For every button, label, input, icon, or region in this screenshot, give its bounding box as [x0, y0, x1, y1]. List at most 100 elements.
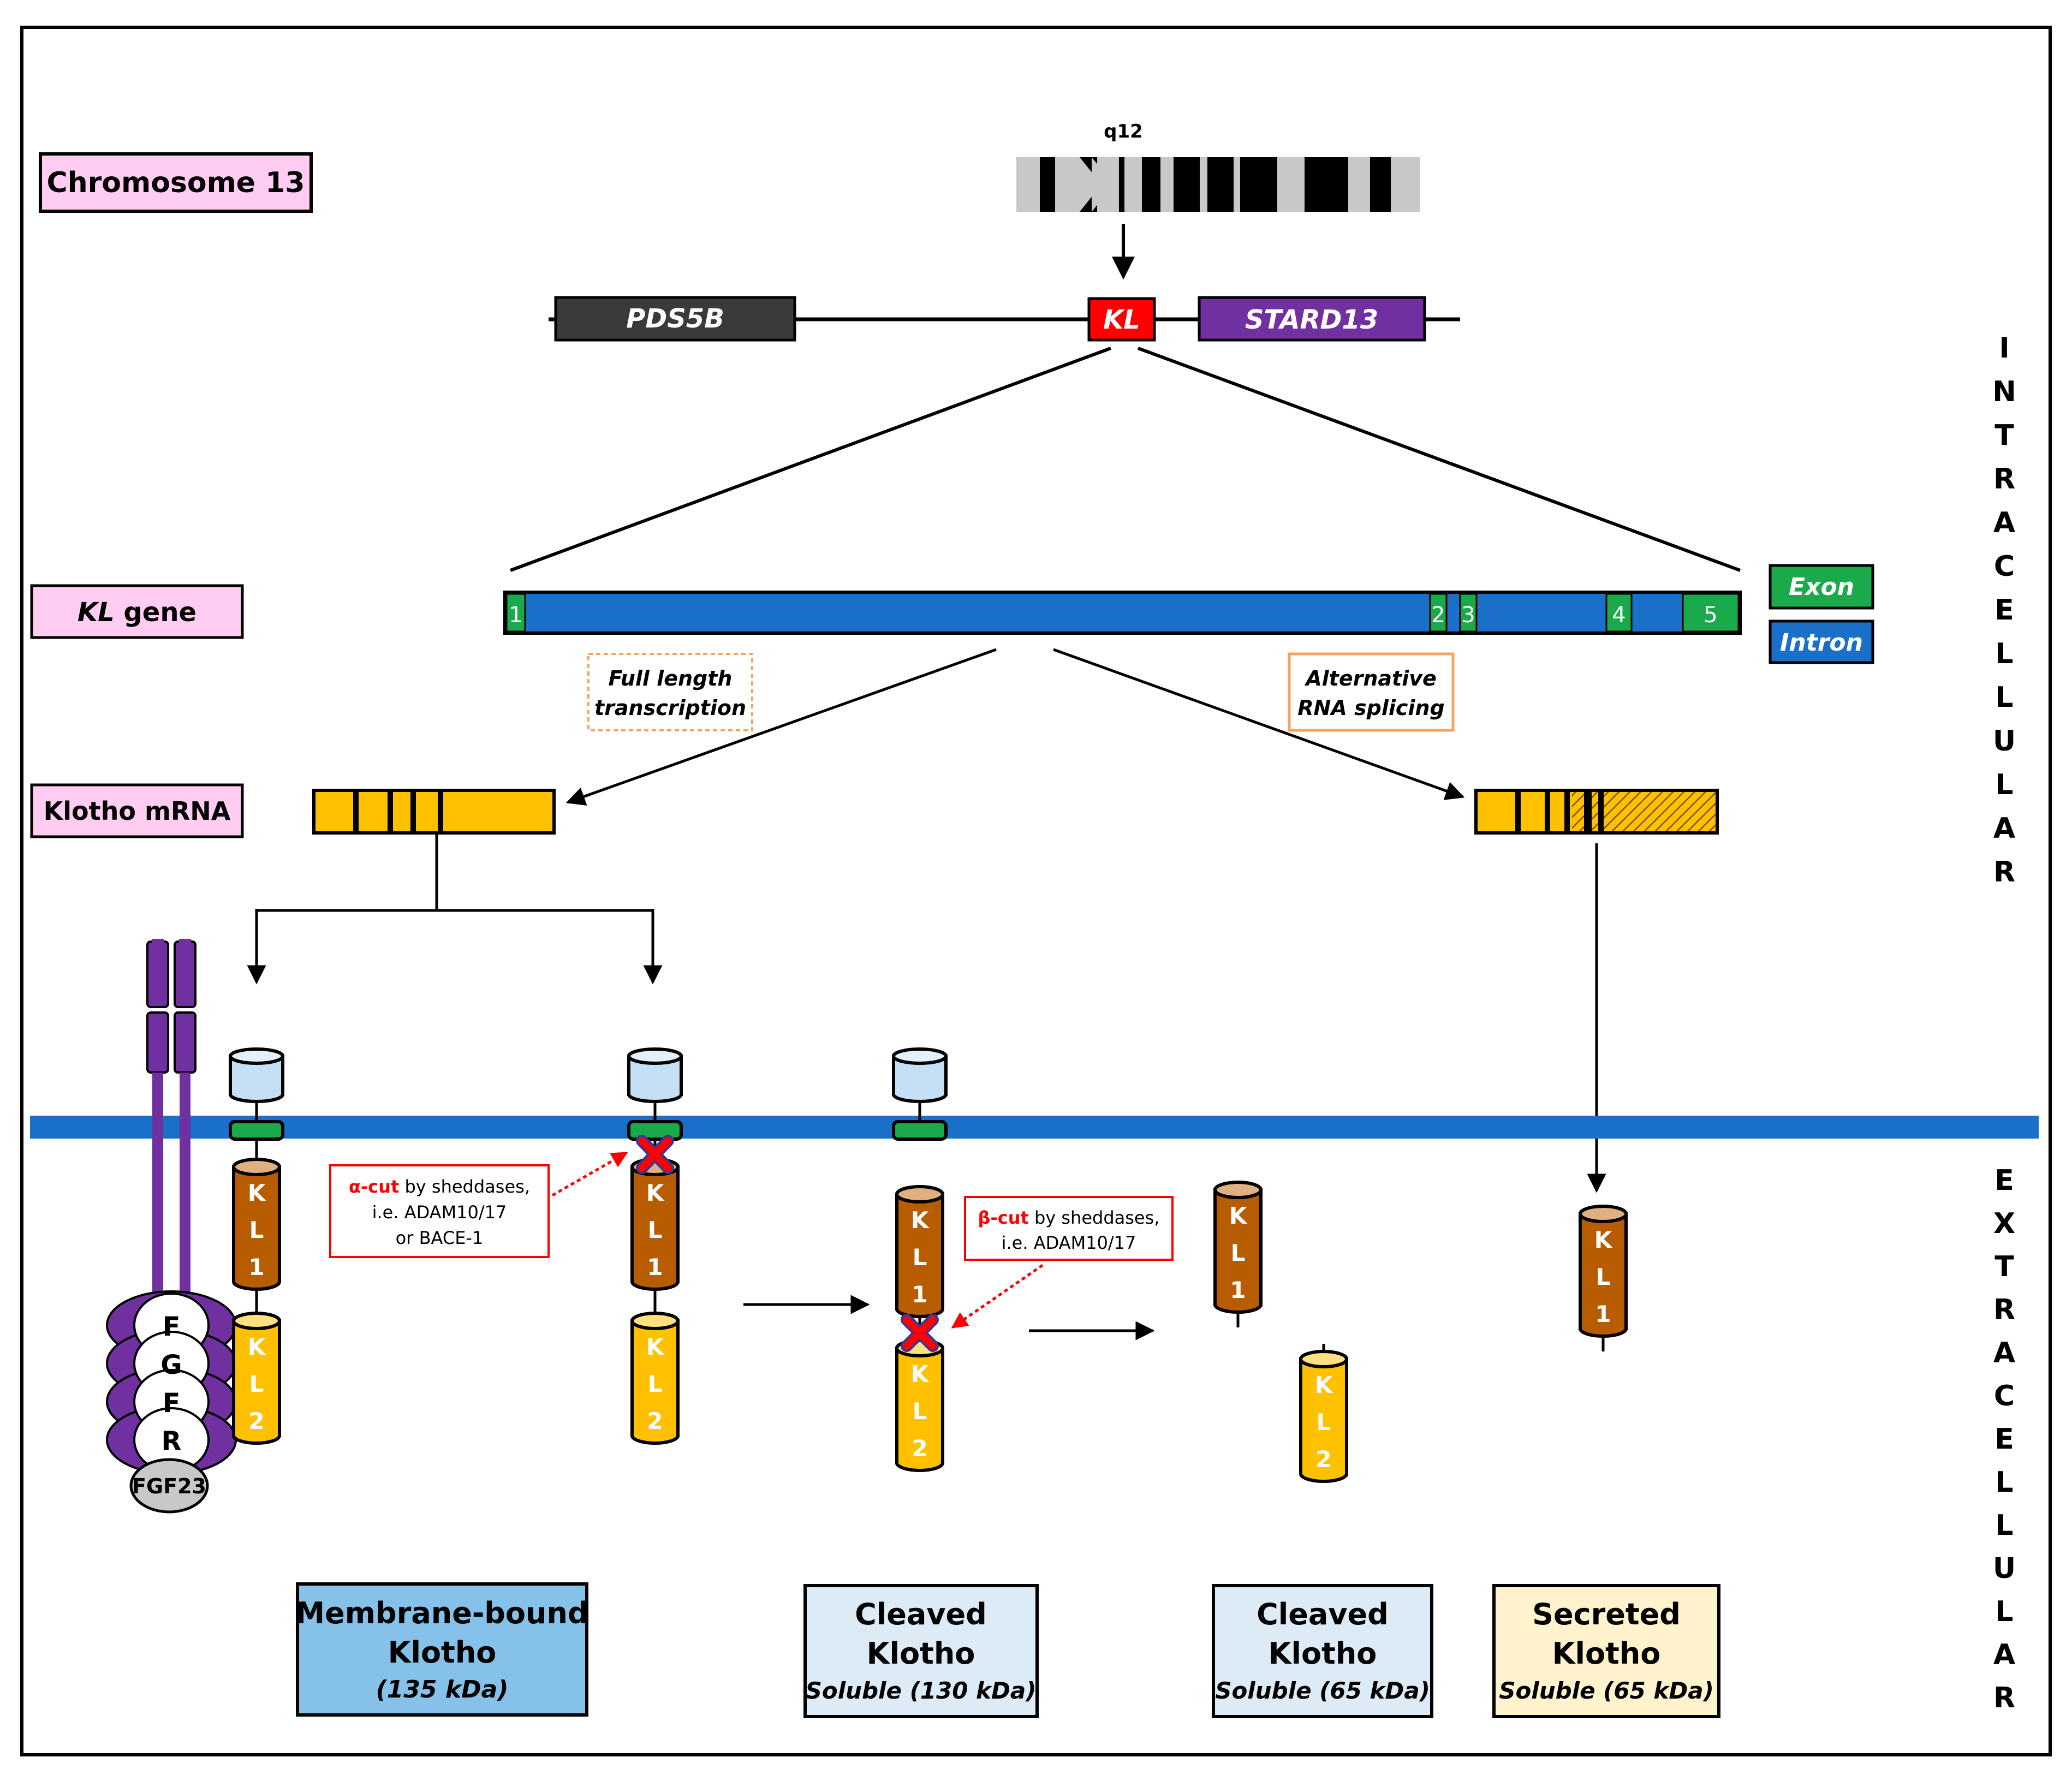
figure-frame	[20, 26, 2052, 1756]
gene-pds5b: PDS5B	[554, 296, 796, 342]
label-mrna: Klotho mRNA	[30, 783, 244, 838]
gene-kl-text: KL	[1103, 305, 1140, 335]
form-secreted-line3: Soluble (65 kDa)	[1499, 1677, 1714, 1704]
alpha-cut-text3: or BACE-1	[396, 1228, 484, 1248]
intra-letter-8: L	[1995, 638, 2013, 670]
mrna-branch-arrows	[247, 834, 663, 985]
beta-cut-term: β-cut	[978, 1207, 1029, 1228]
gene-kl: KL	[1087, 297, 1156, 342]
kl1-e-letter-1: K	[1594, 1226, 1613, 1253]
process-full-length-line2: transcription	[594, 696, 746, 720]
kl1-d-letter-1: K	[1229, 1202, 1248, 1229]
klotho-alpha-cut: K L 1 K L 2	[629, 1049, 681, 1443]
kl1-b-letter-2: L	[648, 1217, 663, 1243]
kl1-d-letter-3: 1	[1230, 1277, 1246, 1303]
arrow-to-full-mrna	[565, 648, 997, 806]
kl1-e-letter-2: L	[1596, 1264, 1611, 1290]
extra-letter-1: E	[1994, 1164, 2014, 1197]
kl1-c-letter-3: 1	[912, 1281, 927, 1308]
form-cleaved-65: Cleaved Klotho Soluble (65 kDa)	[1212, 1584, 1433, 1718]
form-cleaved130-line2: Klotho	[867, 1636, 975, 1671]
form-secreted-line2: Klotho	[1552, 1636, 1661, 1671]
klotho-cleaved-kl2: K L 2	[1301, 1344, 1347, 1481]
kl1-e-letter-3: 1	[1595, 1301, 1611, 1327]
kl2-d-letter-1: K	[1315, 1372, 1333, 1398]
klotho-membrane-bound: K L 1 K L 2	[230, 1049, 283, 1443]
form-cleaved65-line1: Cleaved	[1257, 1597, 1389, 1631]
kl2-a-letter-2: L	[249, 1371, 264, 1397]
form-membrane-line3: (135 kDa)	[376, 1676, 509, 1704]
extra-letter-13: R	[1993, 1682, 2015, 1714]
gene-pds5b-text: PDS5B	[626, 303, 724, 334]
intra-letter-9: L	[1995, 681, 2013, 714]
process-full-length: Full length transcription	[587, 653, 753, 731]
kl2-b-letter-3: 2	[647, 1408, 663, 1434]
kl1-d-letter-2: L	[1231, 1240, 1246, 1266]
form-cleaved130-line3: Soluble (130 kDa)	[806, 1677, 1037, 1704]
intra-letter-1: I	[1999, 332, 2009, 365]
intra-letter-7: E	[1994, 594, 2014, 627]
chromosome-ideogram: q12	[1016, 121, 1420, 280]
alpha-cut-text2: i.e. ADAM10/17	[372, 1202, 507, 1223]
form-cleaved65-line3: Soluble (65 kDa)	[1215, 1677, 1430, 1704]
zoom-line-right	[1137, 347, 1741, 572]
cell-membrane	[30, 1116, 2039, 1139]
kl1-b-letter-3: 1	[647, 1254, 663, 1280]
kl1-a-letter-2: L	[249, 1217, 264, 1243]
fgf23-label: FGF23	[132, 1474, 206, 1498]
form-membrane-bound: Membrane-bound Klotho (135 kDa)	[295, 1582, 589, 1717]
alpha-cut-term: α-cut	[349, 1176, 399, 1197]
legend-exon-text: Exon	[1789, 573, 1854, 601]
process-full-length-line1: Full length	[609, 666, 733, 690]
label-kl-gene-rest: gene	[115, 597, 197, 628]
extra-letter-5: A	[1993, 1337, 2015, 1369]
intra-letter-4: R	[1993, 463, 2015, 496]
fgfr-letter-4: R	[162, 1426, 182, 1457]
form-cleaved65-line2: Klotho	[1269, 1636, 1377, 1671]
beta-cut-callout: β-cut by sheddases, i.e. ADAM10/17	[951, 1196, 1174, 1329]
gene-stard13: STARD13	[1198, 296, 1426, 342]
alpha-cut-callout: α-cut by sheddases, i.e. ADAM10/17 or BA…	[329, 1151, 628, 1258]
svg-text:β-cut by sheddases,: β-cut by sheddases,	[978, 1207, 1160, 1228]
extra-letter-10: U	[1993, 1552, 2016, 1585]
kl2-c-letter-2: L	[913, 1398, 927, 1425]
extra-letter-7: E	[1994, 1423, 2014, 1456]
intra-letter-6: C	[1994, 550, 2015, 583]
extra-letter-4: R	[1993, 1294, 2015, 1326]
fgfr-receptor: F G F R FGF23	[106, 939, 237, 1514]
klotho-cleaved-kl1: K L 1	[1215, 1182, 1261, 1327]
mrna-full-length	[312, 789, 556, 835]
exon-5-label: 5	[1704, 603, 1717, 628]
form-cleaved130-line1: Cleaved	[855, 1597, 987, 1631]
extra-letter-8: L	[1995, 1466, 2013, 1499]
label-mrna-text: Klotho mRNA	[44, 796, 231, 826]
alpha-cut-text1: by sheddases,	[399, 1176, 530, 1197]
zoom-line-left	[509, 347, 1112, 572]
label-extracellular: E X T R A C E L L U L A R	[1993, 1164, 2016, 1714]
kl2-a-letter-1: K	[248, 1333, 266, 1360]
form-secreted-line1: Secreted	[1532, 1597, 1681, 1631]
intra-letter-12: A	[1993, 812, 2015, 845]
extra-letter-3: T	[1994, 1250, 2014, 1283]
kl2-b-letter-1: K	[646, 1333, 665, 1360]
extra-letter-11: L	[1995, 1595, 2013, 1628]
klotho-secreted-kl1: K L 1	[1580, 1206, 1626, 1351]
intra-letter-2: N	[1992, 376, 2016, 408]
form-cleaved-130: Cleaved Klotho Soluble (130 kDa)	[803, 1584, 1039, 1718]
kl1-c-letter-1: K	[911, 1207, 930, 1234]
kl1-c-letter-2: L	[913, 1244, 927, 1271]
beta-cut-text1: by sheddases,	[1029, 1207, 1160, 1228]
beta-cut-text2: i.e. ADAM10/17	[1002, 1232, 1136, 1253]
legend-intron: Intron	[1769, 620, 1874, 664]
form-secreted: Secreted Klotho Soluble (65 kDa)	[1492, 1584, 1720, 1718]
label-intracellular: I N T R A C E L L U L A R	[1992, 332, 2016, 889]
fgfr-letter-3: F	[163, 1388, 181, 1419]
process-alt-splicing-line2: RNA splicing	[1297, 696, 1444, 720]
svg-text:α-cut by sheddases,: α-cut by sheddases,	[349, 1176, 530, 1197]
label-chromosome: Chromosome 13	[39, 152, 313, 213]
svg-text:KL gene: KL gene	[78, 597, 197, 628]
kl1-a-letter-3: 1	[248, 1254, 264, 1280]
legend-intron-text: Intron	[1780, 629, 1863, 657]
legend-exon: Exon	[1769, 564, 1874, 610]
